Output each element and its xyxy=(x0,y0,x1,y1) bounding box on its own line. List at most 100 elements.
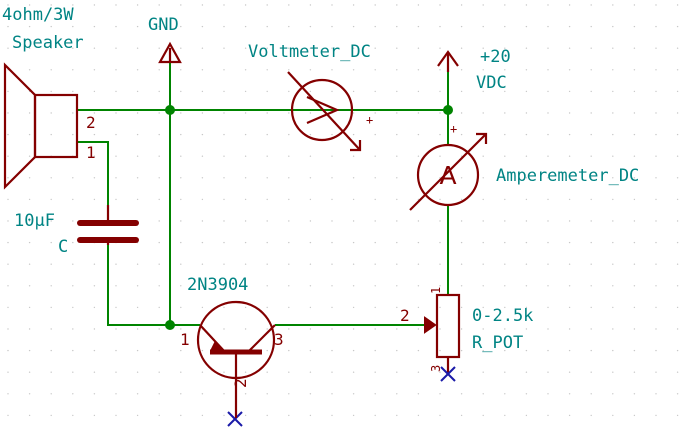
grid-dot xyxy=(136,198,139,201)
grid-dot xyxy=(547,220,549,222)
grid-dot xyxy=(288,393,290,395)
capacitor-symbol[interactable]: 10µF C xyxy=(14,205,139,257)
grid-dot xyxy=(309,285,312,287)
grid-dot xyxy=(309,263,312,265)
grid-dot xyxy=(93,4,96,6)
grid-dot xyxy=(612,155,614,157)
grid-dot xyxy=(504,393,506,395)
grid-dot xyxy=(504,112,506,114)
grid-dot xyxy=(417,349,420,352)
supply-symbol[interactable]: +20 VDC xyxy=(437,47,511,93)
grid-dot xyxy=(50,328,52,330)
grid-dot xyxy=(590,4,592,6)
grid-dot xyxy=(482,285,484,287)
grid-dot xyxy=(309,328,312,330)
grid-dot xyxy=(331,414,333,417)
grid-dot xyxy=(568,220,571,222)
grid-dot xyxy=(50,371,52,373)
grid-dot xyxy=(460,198,463,201)
grid-dot xyxy=(7,414,9,417)
grid-dot xyxy=(417,69,420,71)
grid-dot xyxy=(612,220,614,222)
grid-dot xyxy=(28,414,31,417)
grid-dot xyxy=(396,155,398,157)
grid-dot xyxy=(633,306,636,309)
grid-dot xyxy=(288,328,290,330)
grid-dot xyxy=(439,4,441,6)
potentiometer-value: 0-2.5k xyxy=(472,306,533,326)
grid-dot xyxy=(331,285,333,287)
grid-dot xyxy=(266,47,268,49)
grid-dot xyxy=(676,220,679,222)
grid-dot xyxy=(180,306,182,309)
grid-dot xyxy=(244,220,247,222)
grid-dot xyxy=(525,328,528,330)
grid-dot xyxy=(50,393,52,395)
grid-dot xyxy=(676,349,679,352)
grid-dot xyxy=(309,393,312,395)
voltmeter-symbol[interactable]: + Voltmeter_DC xyxy=(248,42,373,152)
potentiometer-symbol[interactable]: 2 1 3 0-2.5k R_POT xyxy=(400,287,533,382)
grid-dot xyxy=(266,414,268,417)
grid-dot xyxy=(547,241,549,244)
grid-dot xyxy=(547,69,549,71)
grid-dot xyxy=(676,414,679,417)
grid-dot xyxy=(266,241,268,244)
grid-dot xyxy=(244,155,247,157)
grid-dot xyxy=(568,90,571,93)
potentiometer-body xyxy=(435,293,461,359)
grid-dot xyxy=(266,198,268,201)
grid-dot xyxy=(288,349,290,352)
grid-dot xyxy=(136,414,139,417)
transistor-symbol[interactable]: 2N3904 1 3 2 xyxy=(180,275,284,427)
grid-dot xyxy=(504,47,506,49)
grid-dot xyxy=(50,349,52,352)
grid-dot xyxy=(590,90,592,93)
grid-dot xyxy=(525,69,528,71)
junction-gnd xyxy=(165,105,175,115)
grid-dot xyxy=(676,285,679,287)
grid-dot xyxy=(244,263,247,265)
potentiometer-wiper-arrow-icon xyxy=(424,316,437,334)
grid-dot xyxy=(504,90,506,93)
grid-dot xyxy=(460,328,463,330)
speaker-symbol[interactable]: 4ohm/3W Speaker 2 1 xyxy=(2,5,96,190)
grid-dot xyxy=(158,263,160,265)
grid-dot xyxy=(331,90,333,93)
grid-dot xyxy=(374,198,376,201)
grid-dot xyxy=(158,4,160,6)
gnd-symbol[interactable]: GND xyxy=(148,15,182,64)
grid-dot xyxy=(93,133,96,136)
grid-dots xyxy=(7,4,679,417)
grid-dot xyxy=(72,90,74,93)
grid-dot xyxy=(115,133,117,136)
wire-speaker-pin1-cap[interactable] xyxy=(78,141,109,205)
grid-dot xyxy=(201,4,204,6)
grid-dot xyxy=(612,328,614,330)
grid-dot xyxy=(93,306,96,309)
grid-dot xyxy=(266,155,268,157)
grid-dot xyxy=(525,241,528,244)
grid-dot xyxy=(417,371,420,373)
grid-dot xyxy=(309,112,312,114)
speaker-cone xyxy=(3,62,37,190)
grid-dot xyxy=(655,371,657,373)
grid-dot xyxy=(309,90,312,93)
grid-dot xyxy=(633,69,636,71)
grid-dot xyxy=(590,198,592,201)
grid-dot xyxy=(504,349,506,352)
grid-dot xyxy=(7,133,9,136)
grid-dot xyxy=(223,4,225,6)
grid-dot xyxy=(396,285,398,287)
grid-dot xyxy=(460,47,463,49)
grid-dot xyxy=(676,47,679,49)
grid-dot xyxy=(482,220,484,222)
grid-dot xyxy=(676,371,679,373)
grid-dot xyxy=(590,349,592,352)
grid-dot xyxy=(309,25,312,28)
grid-dot xyxy=(136,133,139,136)
grid-dot xyxy=(525,90,528,93)
grid-dot xyxy=(115,349,117,352)
grid-dot xyxy=(50,414,52,417)
ammeter-symbol[interactable]: A + Amperemeter_DC xyxy=(409,122,639,211)
